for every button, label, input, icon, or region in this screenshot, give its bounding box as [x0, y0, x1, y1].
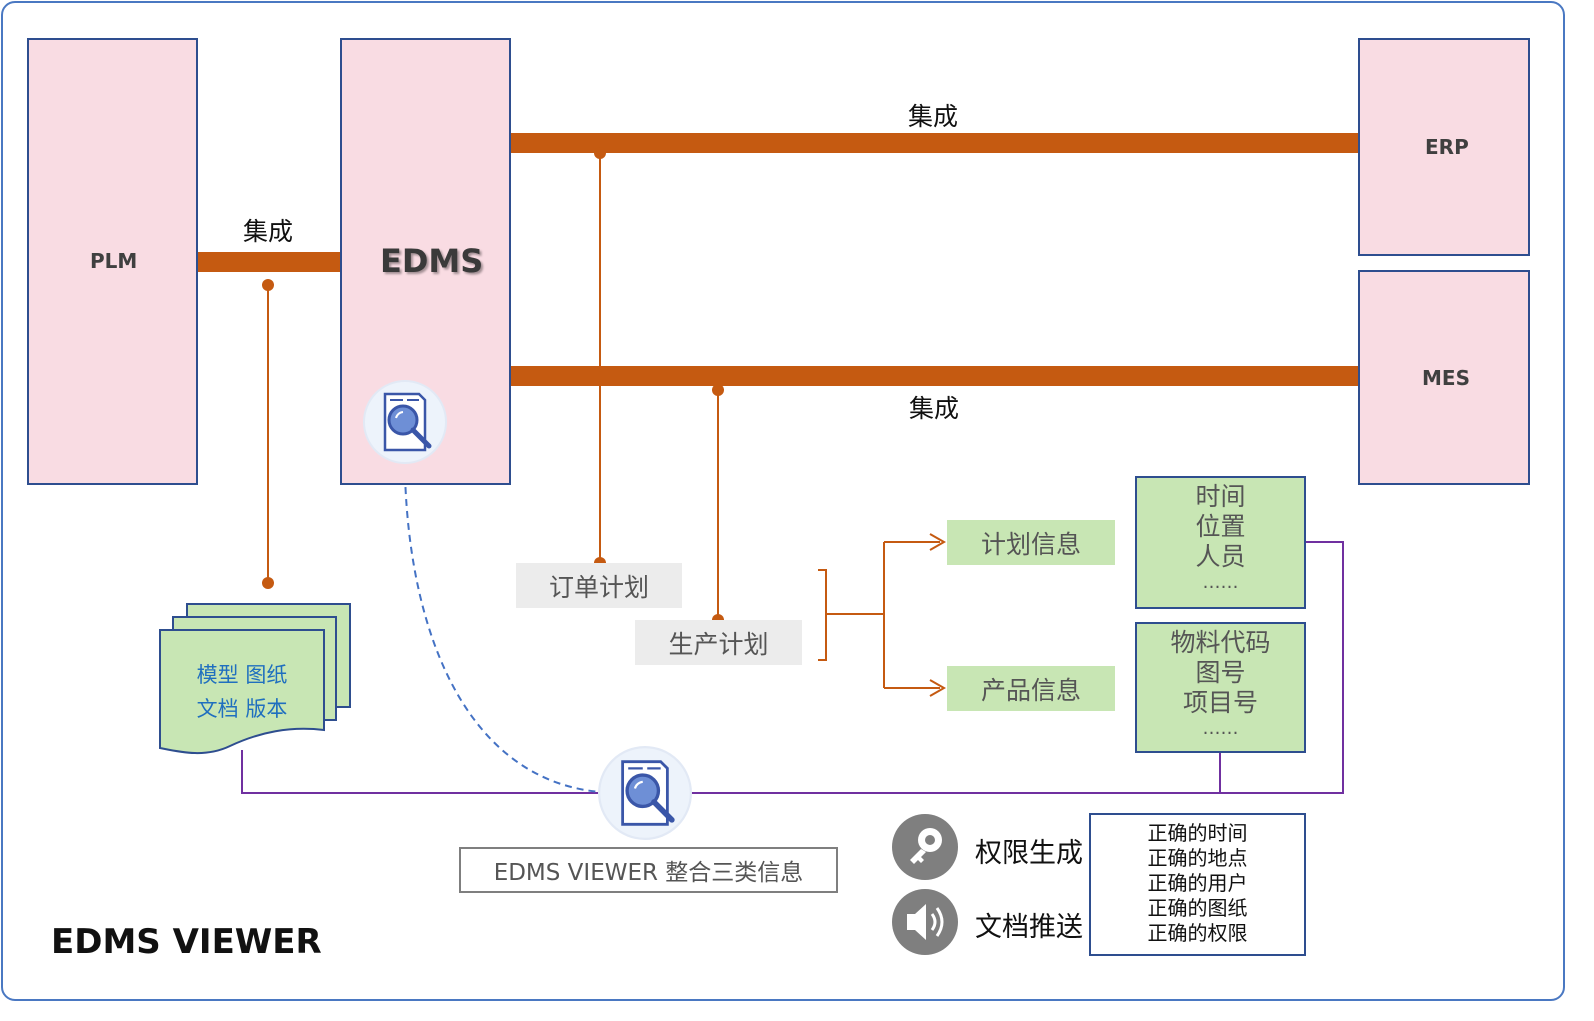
- document-stack-shape: [159, 603, 351, 755]
- erp-box: [1358, 38, 1530, 256]
- edms-mes-arrow: [470, 356, 1400, 396]
- push-label: 文档推送: [975, 912, 1083, 943]
- plm-edms-arrow: [172, 242, 364, 282]
- product-info-label: 产品信息: [947, 666, 1115, 711]
- mes-label: MES: [1422, 366, 1470, 390]
- rights-box: 正确的时间 正确的地点 正确的用户 正确的图纸 正确的权限: [1089, 813, 1306, 956]
- plm-label: PLM: [90, 249, 138, 273]
- product-details-box: 物料代码 图号 项目号 ……: [1135, 622, 1306, 753]
- edms-viewer-dashed-line: [404, 474, 601, 793]
- right-location: 正确的地点: [1147, 846, 1248, 870]
- integration-label-mes: 集成: [909, 394, 960, 423]
- right-user: 正确的用户: [1147, 871, 1248, 895]
- mes-line-dot-top: [712, 384, 724, 396]
- product-detail-material-code: 物料代码: [1170, 628, 1271, 657]
- right-time: 正确的时间: [1147, 821, 1248, 845]
- product-detail-drawing-number: 图号: [1195, 658, 1246, 687]
- plm-box: [27, 38, 198, 485]
- erp-line-dot-top: [594, 147, 606, 159]
- viewer-to-info-line: [690, 541, 1344, 794]
- footer-title: EDMS VIEWER: [51, 922, 322, 962]
- plan-detail-ellipsis: ……: [1202, 572, 1239, 593]
- plm-line-dot-top: [262, 279, 274, 291]
- production-plan-box: 生产计划: [635, 620, 802, 665]
- mes-box: [1358, 270, 1530, 485]
- product-info-arrowhead: [929, 679, 947, 697]
- document-stack-line1: 模型 图纸: [196, 663, 288, 687]
- viewer-icon: [598, 746, 692, 840]
- integration-label-plm: 集成: [243, 217, 294, 246]
- edms-erp-arrow: [470, 123, 1400, 163]
- plan-detail-time: 时间: [1195, 482, 1246, 511]
- branch-lines: [883, 541, 940, 689]
- plan-detail-personnel: 人员: [1195, 542, 1246, 571]
- document-stack-line2: 文档 版本: [196, 697, 288, 721]
- permission-label: 权限生成: [975, 838, 1083, 869]
- document-stack-label: 模型 图纸 文档 版本: [172, 658, 312, 726]
- plm-line-dot-bottom: [262, 577, 274, 589]
- plan-details-box: 时间 位置 人员 ……: [1135, 476, 1306, 609]
- plan-info-arrowhead: [929, 533, 947, 551]
- right-permission: 正确的权限: [1147, 921, 1248, 945]
- erp-label: ERP: [1425, 135, 1469, 159]
- viewer-integration-box: EDMS VIEWER 整合三类信息: [459, 847, 838, 893]
- diagram-frame: [1, 1, 1565, 1001]
- plan-info-label: 计划信息: [947, 520, 1115, 565]
- order-plan-box: 订单计划: [516, 563, 682, 608]
- product-detail-ellipsis: ……: [1202, 718, 1239, 739]
- doc-stack-to-viewer-line: [241, 750, 600, 794]
- speaker-icon: [892, 889, 958, 955]
- plan-detail-location: 位置: [1195, 512, 1246, 541]
- product-detail-project-number: 项目号: [1182, 688, 1258, 717]
- right-drawing: 正确的图纸: [1147, 896, 1248, 920]
- edms-label: EDMS: [380, 242, 484, 280]
- key-icon: [892, 814, 958, 880]
- integration-label-erp: 集成: [908, 102, 959, 131]
- plans-bracket: [818, 569, 884, 661]
- document-magnifier-icon: [363, 380, 447, 464]
